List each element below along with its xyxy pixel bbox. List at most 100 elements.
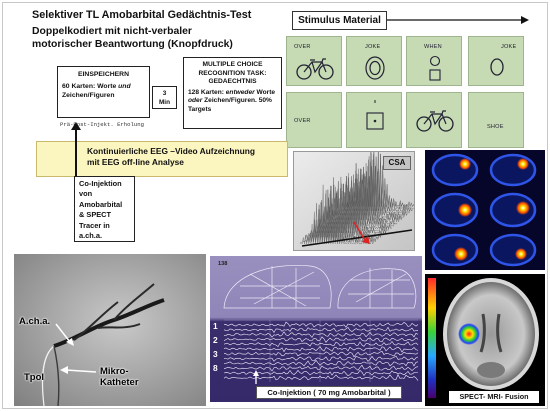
spect-hotspot [458,323,480,345]
angiogram-image: A.ch.a. Tpol Mikro- Katheter [14,254,206,406]
stimulus-card [346,92,402,148]
eeg-trace [223,374,419,381]
subtitle-line: Doppelkodiert mit nicht-verbaler [32,26,192,37]
recognition-text-c: Zeichen/Figuren. 50% Targets [188,97,272,113]
electrode-map [223,265,417,309]
catheter-label: Mikro- Katheter [100,366,139,388]
recognition-text: 128 Karten: entweder Worte oder Zeichen/… [188,89,277,115]
recognition-box: MULTIPLE CHOICE RECOGNITION TASK: GEDAEC… [183,57,282,129]
injection-marker-head [253,370,259,376]
spect-slice [489,192,537,228]
spect-slice [489,233,537,267]
stimulus-card: WHEN [406,36,462,86]
stimulus-card [406,92,462,148]
recognition-text-a: 128 Karten: [188,88,226,96]
eeg-channel-number: 2 [213,335,218,345]
eeg-trace [223,369,418,377]
eeg-trace [223,331,419,338]
coinjection-line: Amobarbital [79,199,123,209]
catheter-label-line: Mikro- [100,366,129,377]
eeg-trace [223,326,419,333]
csa-red-arrow [353,221,367,243]
spect-slice [489,153,537,187]
coinjection-line: a.ch.a. [79,231,103,241]
stimulus-word: OVER [294,44,311,50]
eeg-recording-line: mit EEG off-line Analyse [87,157,184,167]
spect-images [425,150,545,270]
ventricles [479,313,503,353]
eeg-trace [223,350,419,358]
color-scale-bar [428,278,436,398]
eeg-trace [223,321,419,328]
subtitle-line: motorischer Beantwortung (Knopfdruck) [32,39,233,50]
angiogram-background [14,254,206,406]
delay-box: 3 Min [152,86,177,109]
square-dot-icon [366,100,384,130]
encoding-box: EINSPEICHERN 60 Karten: Worte und Zeiche… [57,66,150,118]
recognition-text-b: Worte [254,88,276,96]
eeg-recording-text: Kontinuierliche EEG –Video Aufzeichnung … [87,146,255,168]
eeg-recording-line: Kontinuierliche EEG –Video Aufzeichnung [87,146,255,156]
encoding-text: 60 Karten: Worte und Zeichen/Figuren [62,82,145,100]
csa-ridge [341,152,414,210]
spect-slice [431,233,479,267]
encoding-text-b: Zeichen/Figuren [62,92,115,99]
angiogram-graphic [14,254,206,406]
stimulus-word: JOKE [365,44,381,50]
stimulus-word: JOKE [501,44,517,50]
fusion-graphic [428,278,539,398]
csa-graphic [294,152,414,250]
eeg-graphic [223,265,419,384]
csa-red-arrowhead [362,236,370,244]
coinjection-box: Co-Injektion von Amobarbital & SPECT Tra… [74,176,135,242]
eeg-panel: 138 1 2 3 8 Co-Injektion ( 70 mg Amobarb… [210,256,422,402]
catheter-pointer-head [60,366,68,374]
csa-label: CSA [383,156,411,170]
csa-axis-line [301,229,413,247]
coinjection-line: von [79,189,93,199]
acha-pointer-head [66,338,74,346]
slide-subtitle: Doppelkodiert mit nicht-verbaler motoris… [32,25,233,51]
delay-unit: Min [158,99,170,106]
eeg-caption: Co-Injektion ( 70 mg Amobarbital ) [256,386,402,399]
up-arrow-icon [71,122,81,180]
bicycle-icon [416,110,454,132]
csa-plot: CSA [293,151,415,251]
phases-label: Prä-Post-Injekt. Erholung [60,121,144,128]
eeg-trace [223,346,419,353]
eeg-trace [223,340,419,348]
eeg-channel-number: 8 [213,363,218,373]
acha-pointer [55,323,71,343]
catheter-label-line: Katheter [100,377,139,388]
stimulus-word: WHEN [424,44,442,50]
vessel-branches [73,283,155,341]
acha-label: A.ch.a. [19,316,51,327]
ring-icon [490,58,504,76]
stimulus-card: OVER [286,36,342,86]
spect-slice [431,153,479,187]
coinjection-line: Tracer in [79,220,110,230]
delay-value: 3 [162,90,167,97]
csa-ridge [343,152,414,208]
eeg-recording-box: Kontinuierliche EEG –Video Aufzeichnung … [36,141,288,177]
csa-ridge [299,184,374,245]
eeg-trace [223,364,419,372]
mri-brain [447,282,535,386]
coinjection-line: Co-Injektion [79,179,122,188]
encoding-heading: EINSPEICHERN [78,71,129,78]
eeg-figure-number: 138 [218,261,228,267]
vessel-trunk [53,345,60,406]
brainstem [477,362,505,378]
stimulus-card: OVER [286,92,342,148]
stimulus-card: JOKE [346,36,402,86]
recognition-em-2: oder [188,97,203,105]
catheter-pointer [65,369,97,373]
encoding-text-a: 60 Karten: Worte [62,83,119,90]
eeg-channel-number: 1 [213,321,218,331]
coinjection-line: & SPECT [79,210,112,220]
stimulus-word: SHOE [487,124,504,130]
slide-title: Selektiver TL Amobarbital Gedächtnis-Tes… [32,9,252,21]
fusion-caption: SPECT- MRI- Fusion [449,391,539,403]
spect-slice [431,192,479,228]
